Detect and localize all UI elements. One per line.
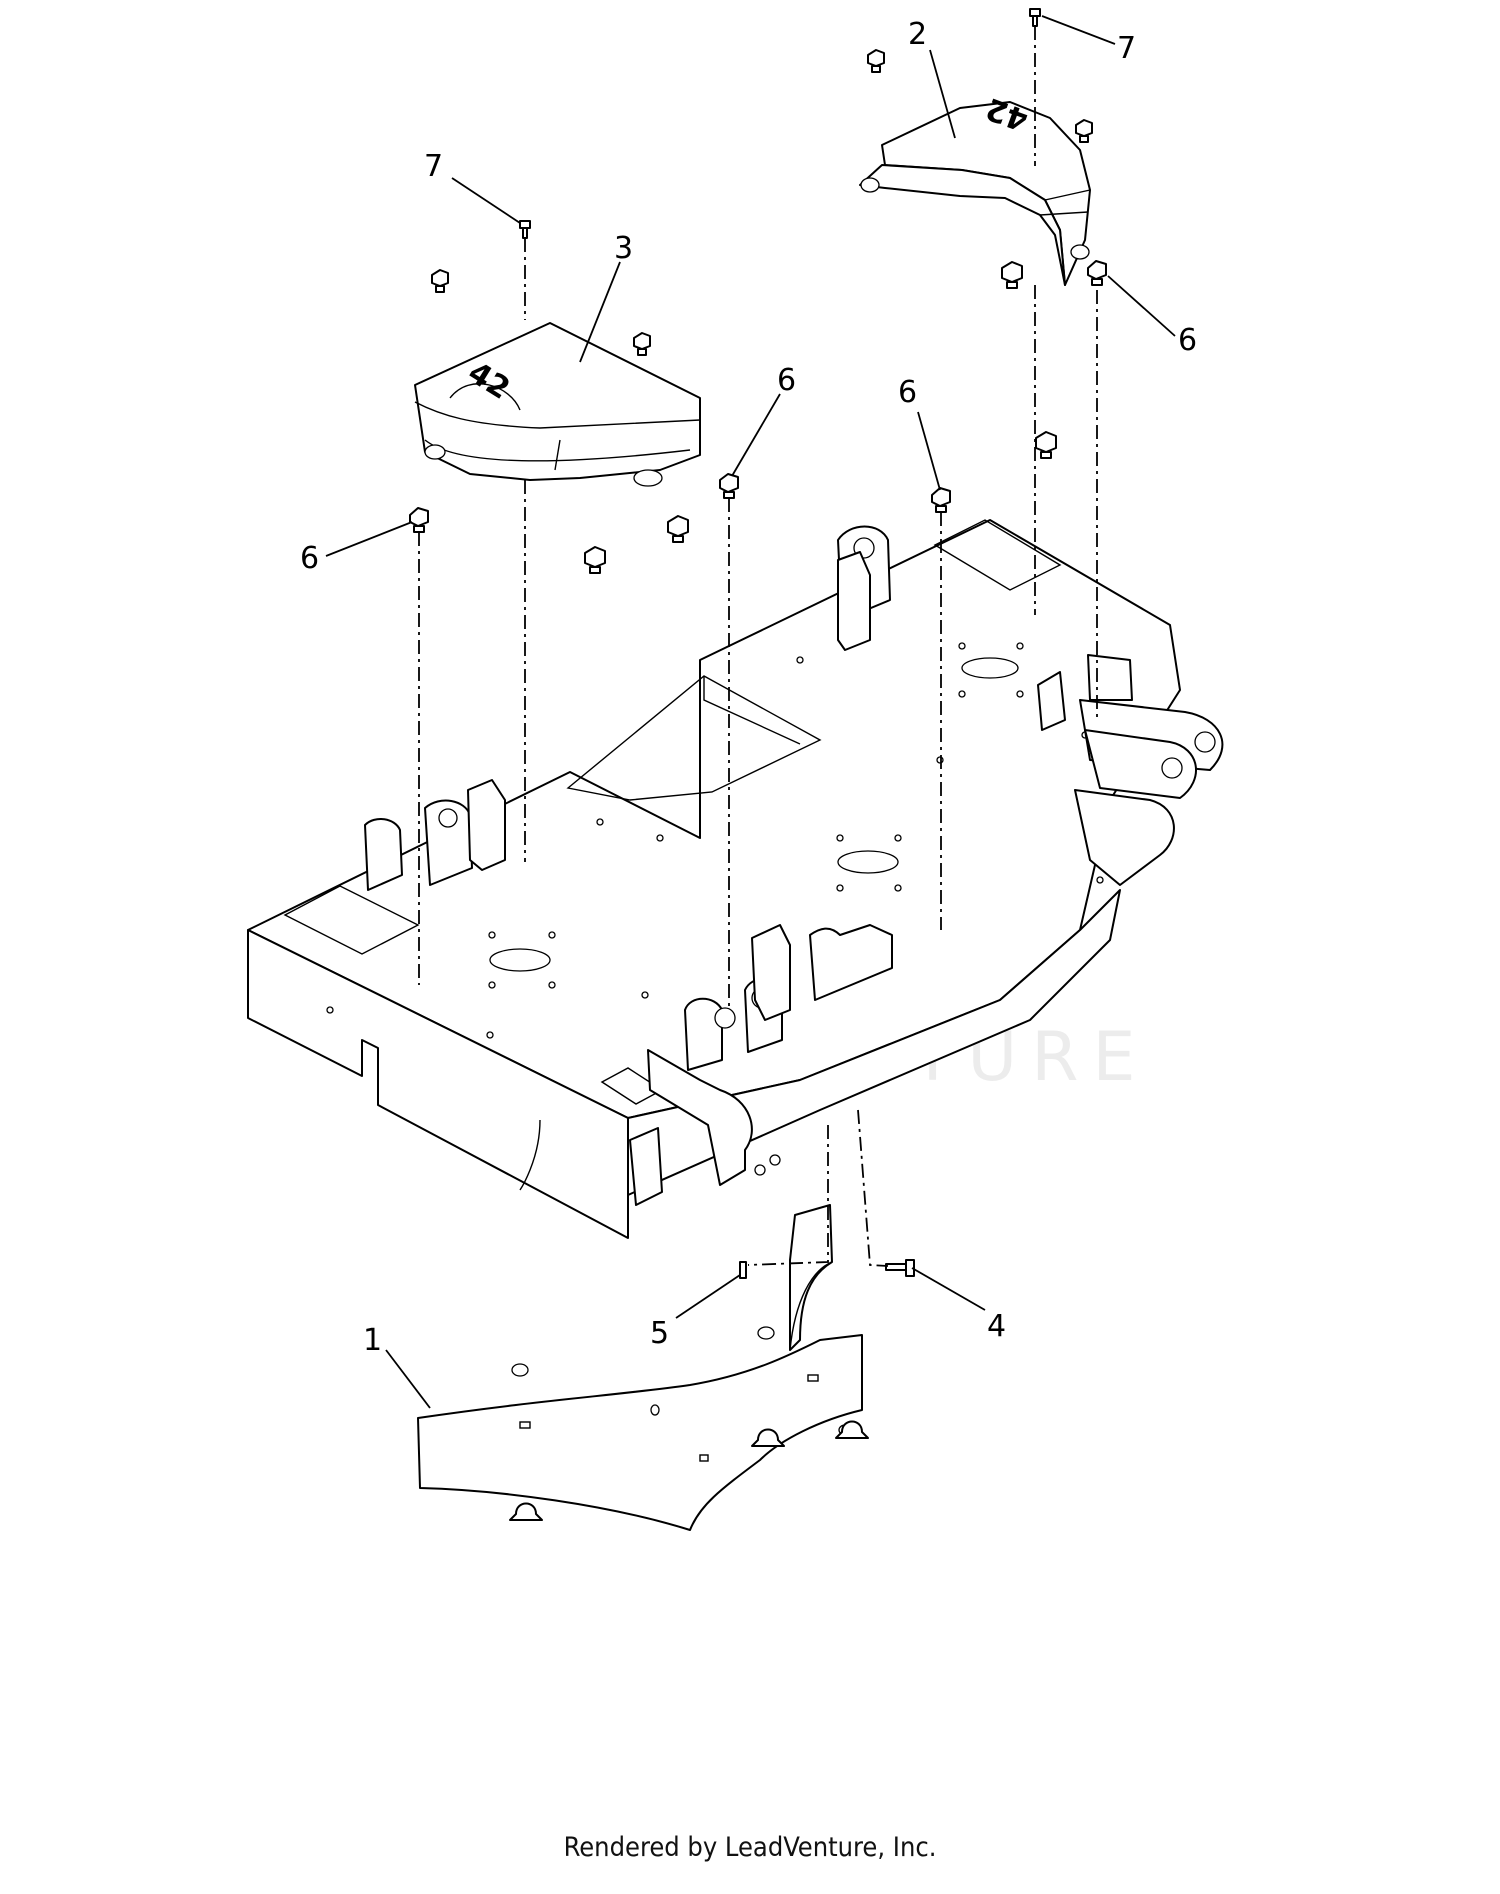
nut-icon xyxy=(633,332,651,356)
callout-labels: 1 2 3 4 5 6 6 6 6 7 7 xyxy=(300,17,1197,1358)
mower-deck-frame xyxy=(247,519,1224,1239)
fastener-hardware xyxy=(409,8,1107,1521)
bolt-icon xyxy=(885,1259,915,1277)
nut-icon xyxy=(931,487,951,513)
nut-icon xyxy=(1087,260,1107,286)
callout-item-3: 3 xyxy=(614,231,633,266)
bolt-icon xyxy=(1029,8,1041,27)
callout-item-6-left: 6 xyxy=(300,541,319,576)
callout-item-6-far-right: 6 xyxy=(1178,323,1197,358)
bolt-icon xyxy=(751,1428,785,1447)
bolt-icon xyxy=(835,1420,869,1439)
callout-item-6-right: 6 xyxy=(898,375,917,410)
nut-icon xyxy=(431,269,449,293)
bolt-icon xyxy=(509,1502,543,1521)
nut-icon xyxy=(584,546,606,574)
nut-icon xyxy=(409,507,429,533)
callout-item-2: 2 xyxy=(908,17,927,52)
nut-icon xyxy=(1075,119,1093,143)
callout-item-7-left: 7 xyxy=(424,149,443,184)
callout-item-1: 1 xyxy=(363,1323,382,1358)
footer-credit: Rendered by LeadVenture, Inc. xyxy=(563,1832,937,1863)
callout-leaders xyxy=(325,15,1176,1409)
nut-icon xyxy=(1035,431,1057,459)
callout-item-6-center: 6 xyxy=(777,363,796,398)
clip-icon xyxy=(739,1261,747,1279)
assembly-center-lines xyxy=(418,26,1098,1267)
nut-icon xyxy=(719,473,739,499)
left-belt-cover: 42 xyxy=(414,322,701,487)
nut-icon xyxy=(667,515,689,543)
bolt-icon xyxy=(519,220,531,239)
nut-icon xyxy=(1001,261,1023,289)
callout-item-4: 4 xyxy=(987,1309,1006,1344)
callout-item-7-right: 7 xyxy=(1117,31,1136,66)
nut-icon xyxy=(867,49,885,73)
right-belt-cover: 42 xyxy=(859,90,1091,286)
callout-item-5: 5 xyxy=(650,1316,669,1351)
discharge-chute-guard xyxy=(417,1204,863,1531)
